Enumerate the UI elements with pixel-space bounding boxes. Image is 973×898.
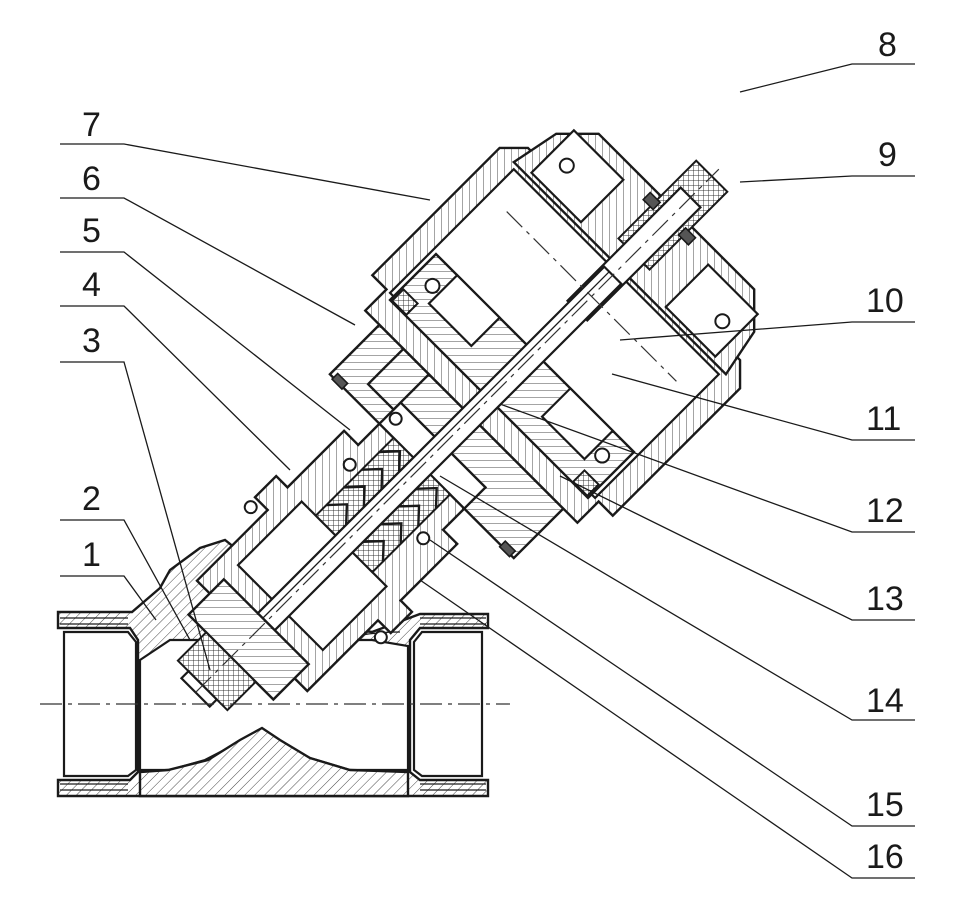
label-11: 11 (866, 400, 901, 438)
label-13: 13 (866, 580, 904, 618)
label-10: 10 (866, 282, 904, 320)
label-15: 15 (866, 786, 904, 824)
label-9: 9 (878, 136, 897, 174)
label-4: 4 (82, 266, 101, 304)
label-5: 5 (82, 212, 101, 250)
label-8: 8 (878, 26, 897, 64)
label-12: 12 (866, 492, 904, 530)
label-7: 7 (82, 106, 101, 144)
actuator-assembly (176, 128, 760, 712)
label-3: 3 (82, 322, 101, 360)
label-2: 2 (82, 480, 101, 518)
leader-lines (60, 63, 915, 879)
label-1: 1 (82, 536, 101, 574)
label-14: 14 (866, 682, 904, 720)
label-16: 16 (866, 838, 904, 876)
part-labels: 1 2 3 4 5 6 7 8 9 10 11 12 13 14 15 16 (82, 26, 904, 876)
label-6: 6 (82, 160, 101, 198)
